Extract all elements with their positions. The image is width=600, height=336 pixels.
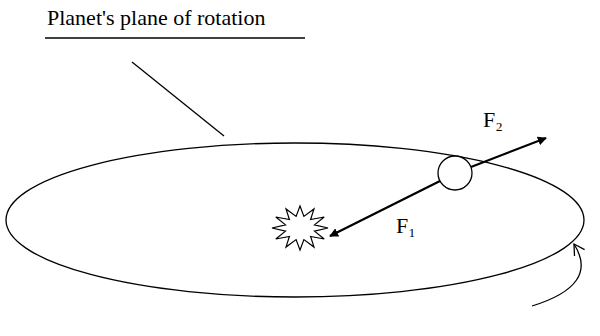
orbit-ellipse <box>6 143 584 297</box>
planet-circle <box>438 156 472 190</box>
force-arrow-f2 <box>471 138 546 167</box>
plane-label: Planet's plane of rotation <box>47 6 265 30</box>
force-arrow-f1 <box>330 181 440 236</box>
force-label: F₁ <box>396 214 416 238</box>
star-symbol <box>272 206 328 250</box>
rotation-arrowhead <box>574 244 585 256</box>
label-underline <box>45 37 305 38</box>
force-label: F₂ <box>483 108 503 132</box>
leader-line <box>132 62 224 136</box>
